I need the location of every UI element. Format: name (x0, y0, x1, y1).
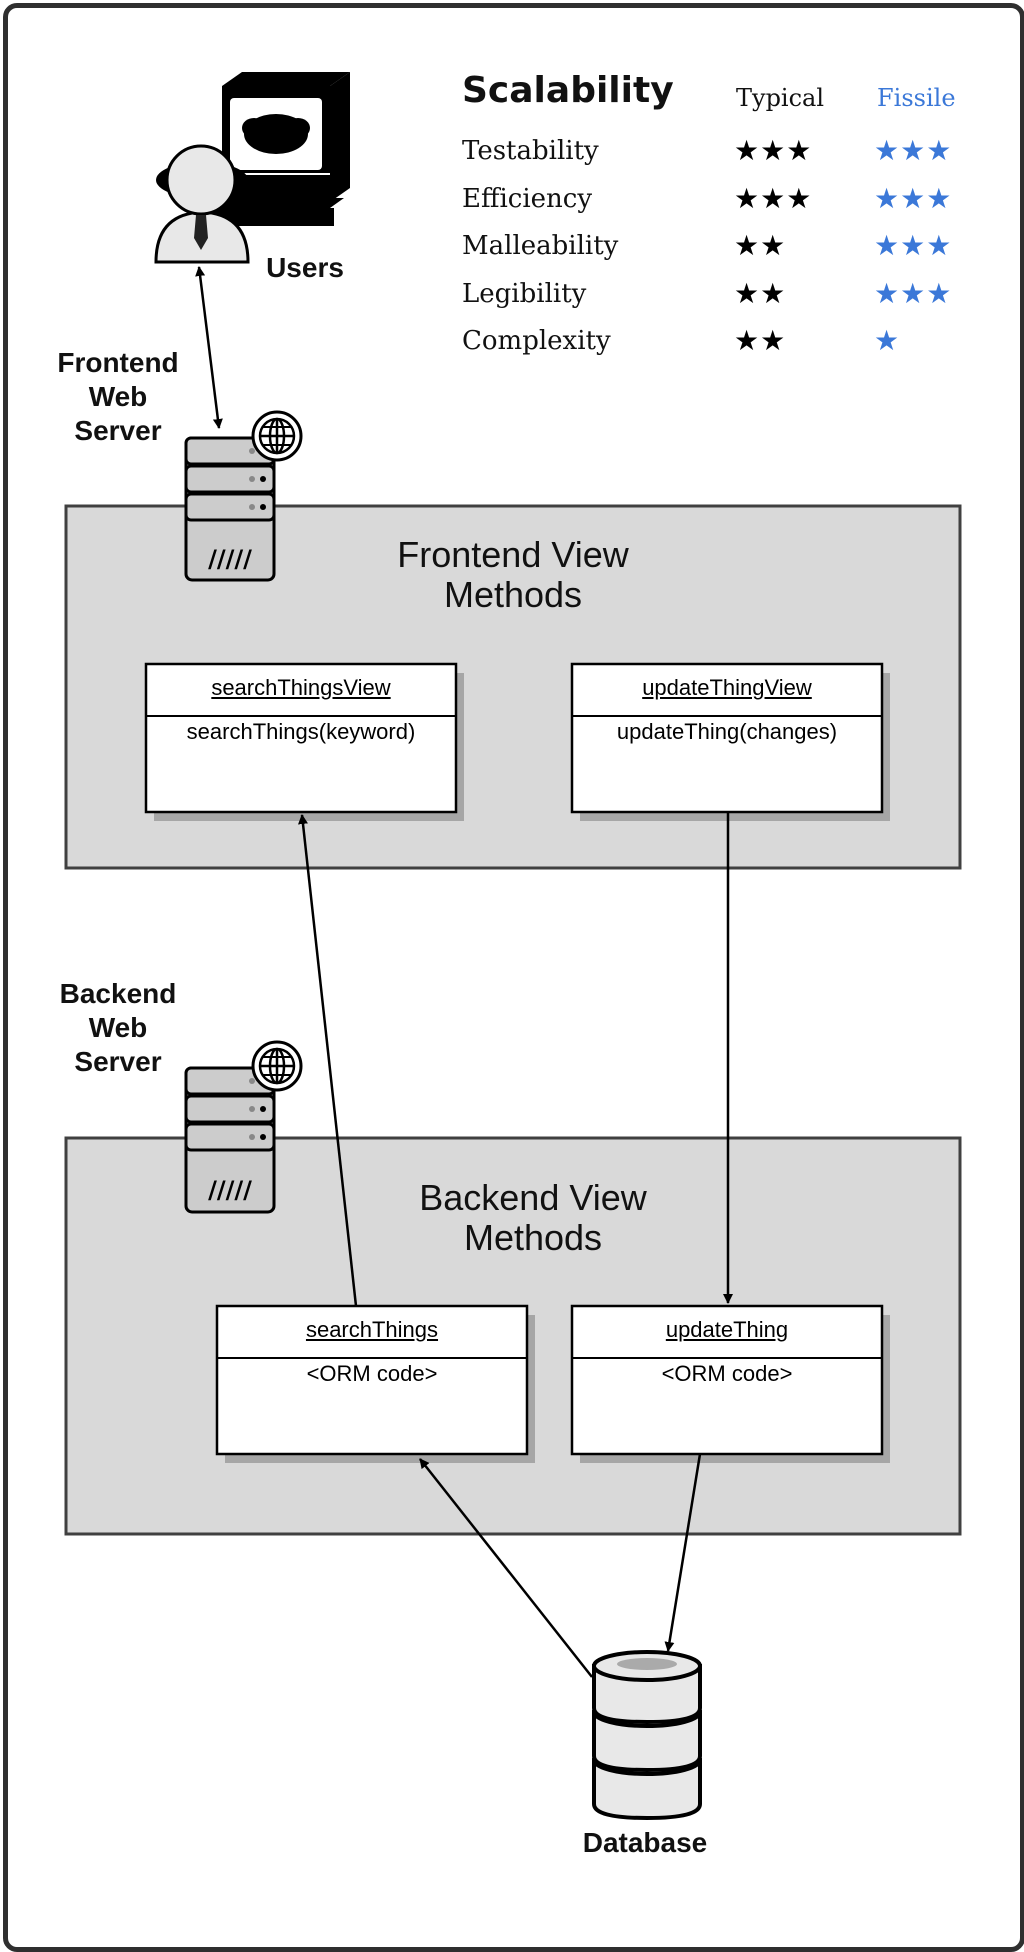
web-server-icon: ///// (184, 1066, 276, 1214)
arrow-users-frontend (195, 266, 223, 429)
scalability-title: Scalability (462, 70, 674, 111)
typical-rating-stars: ★★ (734, 229, 787, 262)
globe-icon (251, 1040, 303, 1092)
typical-rating-stars: ★★ (734, 324, 787, 357)
fissile-rating-stars: ★★★ (874, 276, 953, 310)
database-icon (592, 1650, 702, 1821)
fissile-rating-stars: ★★★ (874, 229, 953, 262)
class-name-updateThing: updateThing (665, 1317, 789, 1342)
typical-rating-stars: ★★ (734, 276, 787, 310)
users-label: Users (266, 252, 344, 283)
col-header-typical: Typical (736, 84, 825, 112)
class-method-updateThingView: updateThing(changes) (616, 719, 838, 744)
web-server-icon: ///// (184, 436, 276, 582)
class-method-updateThing: <ORM code> (661, 1361, 793, 1386)
scalability-row-label: Malleability (462, 231, 619, 261)
svg-text://///: ///// (208, 545, 252, 573)
typical-rating-stars: ★★★ (734, 181, 813, 215)
scalability-row-label: Legibility (462, 278, 587, 309)
diagram-frame (3, 3, 1024, 1952)
class-box-searchThings (215, 1304, 535, 1463)
arrow-searchThings-to-view (298, 814, 358, 1307)
svg-text://///: ///// (208, 1176, 252, 1204)
class-name-updateThingView: updateThingView (642, 675, 812, 700)
class-box-searchThingsView (144, 662, 464, 821)
user-at-computer-icon (154, 72, 350, 264)
backend-region-title: Backend View Methods (419, 1177, 647, 1258)
arrow-db-to-searchThings (419, 1458, 593, 1678)
fissile-rating-stars: ★★★ (874, 134, 953, 167)
frontend-region-title: Frontend View Methods (397, 534, 629, 615)
globe-icon (251, 410, 303, 462)
frontend-server-label: Frontend Web Server (57, 347, 179, 446)
class-box-updateThingView (570, 662, 890, 821)
fissile-rating-stars: ★★★ (874, 181, 953, 215)
scalability-row-label: Testability (462, 136, 599, 166)
class-box-updateThing (570, 1304, 890, 1463)
class-name-searchThings: searchThings (305, 1317, 439, 1342)
scalability-row-label: Efficiency (462, 183, 593, 214)
scalability-row-label: Complexity (462, 326, 611, 356)
fissile-rating-stars: ★ (874, 324, 901, 357)
arrow-updateThing-to-db (664, 1453, 702, 1652)
database-label: Database (582, 1827, 708, 1858)
class-name-searchThingsView: searchThingsView (211, 675, 391, 700)
backend-server-label: Backend Web Server (59, 978, 177, 1077)
typical-rating-stars: ★★★ (734, 134, 813, 167)
class-method-searchThingsView: searchThings(keyword) (186, 719, 416, 744)
col-header-fissile: Fissile (877, 84, 956, 112)
class-method-searchThings: <ORM code> (306, 1361, 438, 1386)
